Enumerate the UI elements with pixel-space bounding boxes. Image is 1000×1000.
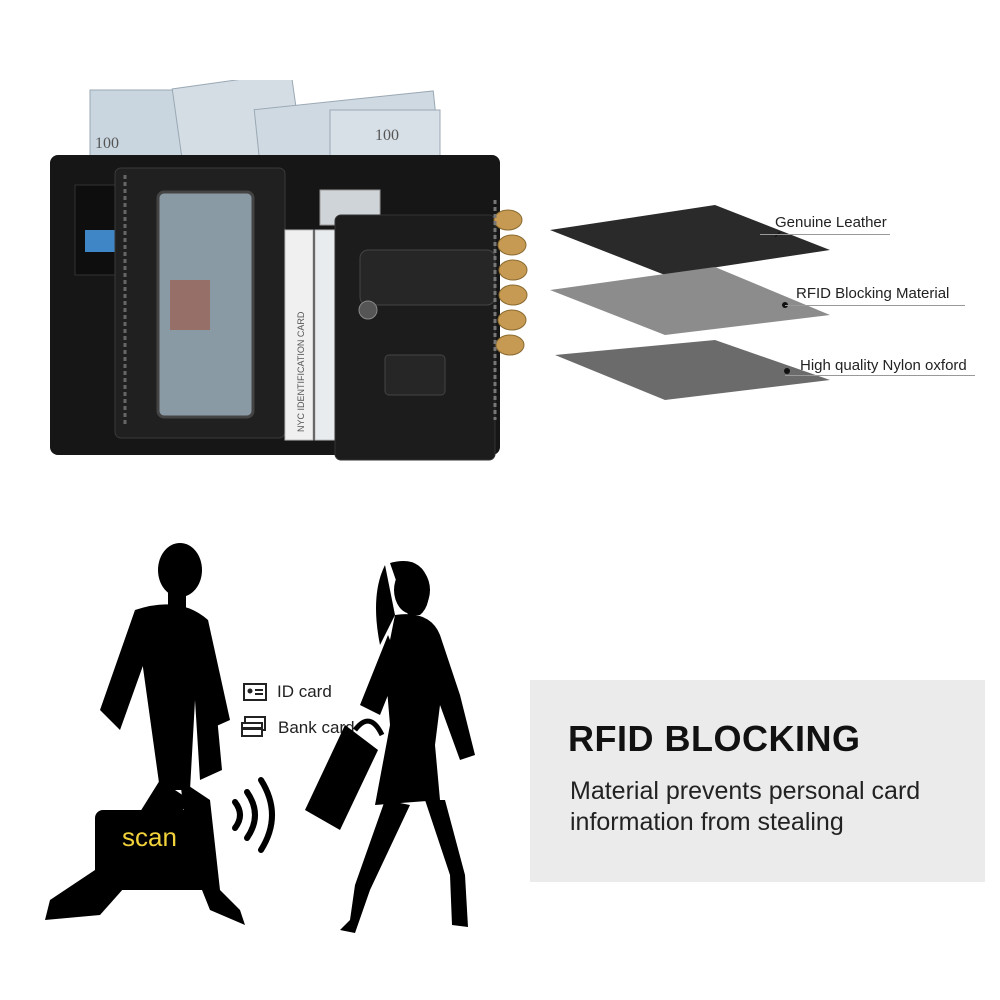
bill-denomination: 100 — [95, 135, 119, 152]
rfid-info-panel: RFID BLOCKING Material prevents personal… — [530, 680, 985, 882]
layer-label-rfid: RFID Blocking Material — [796, 285, 950, 302]
leader-line — [785, 375, 975, 376]
layer-label-leather: Genuine Leather — [775, 214, 887, 231]
leader-line — [785, 305, 965, 306]
material-layers-diagram — [550, 205, 830, 400]
man-silhouette — [45, 543, 245, 925]
svg-text:100: 100 — [375, 127, 399, 144]
legend-id-card: ID card — [243, 682, 332, 702]
rfid-title: RFID BLOCKING — [568, 718, 861, 759]
rfid-description: Material prevents personal card informat… — [570, 777, 921, 836]
man-bag — [95, 810, 210, 890]
signal-waves-icon — [232, 777, 275, 853]
legend-bank-card: Bank card — [240, 716, 355, 740]
rfid-layer — [550, 267, 830, 335]
id-card — [284, 229, 314, 441]
leather-layer — [550, 205, 830, 275]
wallet-photo: 100 100 100 NYC IDENTIFICATION CARD — [50, 80, 528, 461]
woman-silhouette — [305, 561, 475, 933]
briefcase — [305, 718, 385, 830]
nylon-layer — [555, 340, 830, 400]
coins — [493, 209, 528, 356]
scan-label: scan — [122, 822, 177, 852]
leader-line — [760, 234, 890, 235]
legend-bank-card-label: Bank card — [278, 718, 355, 737]
layer-label-nylon: High quality Nylon oxford — [800, 357, 967, 374]
legend-id-card-label: ID card — [277, 682, 332, 701]
bank-card-icon — [241, 716, 266, 737]
id-card-icon — [243, 683, 267, 701]
id-card-text: NYC IDENTIFICATION CARD — [296, 311, 306, 432]
snap-strap — [359, 249, 496, 306]
